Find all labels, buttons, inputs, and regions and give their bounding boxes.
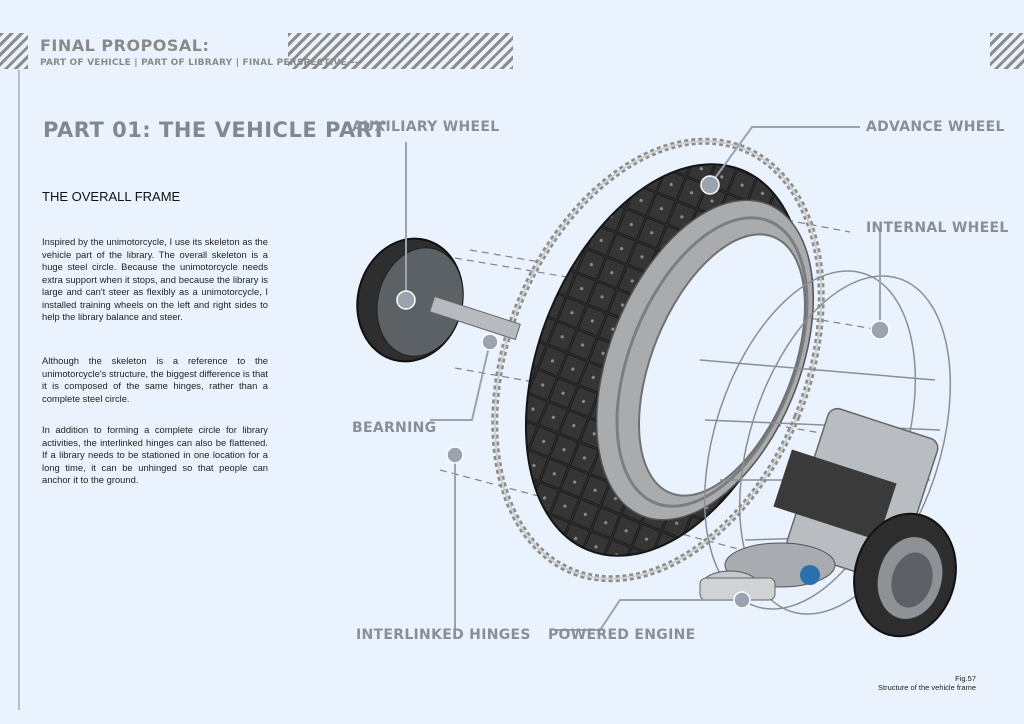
part-title: PART 01: THE VEHICLE PART [43, 118, 387, 142]
label-bearning: BEARNING [352, 420, 437, 436]
label-interlinked-hinges: INTERLINKED HINGES [356, 627, 531, 643]
header-hatch-middle [288, 33, 513, 69]
label-internal-wheel: INTERNAL WHEEL [866, 220, 1009, 236]
label-auxiliary-wheel: AUXILIARY WHEEL [352, 119, 500, 135]
label-powered-engine: POWERED ENGINE [548, 627, 696, 643]
callout-dots [396, 175, 890, 609]
header-title: FINAL PROPOSAL: [40, 36, 210, 55]
paragraph-3: In addition to forming a complete circle… [42, 424, 268, 485]
section-title: THE OVERALL FRAME [42, 189, 181, 204]
figure-caption: Fig.57 Structure of the vehicle frame [878, 674, 976, 692]
left-margin-line [18, 70, 20, 710]
paragraph-1: Inspired by the unimotorcycle, I use its… [42, 236, 268, 322]
paragraph-2: Although the skeleton is a reference to … [42, 355, 268, 404]
hinge-chain [491, 137, 825, 583]
header-subtitle: PART OF VEHICLE | PART OF LIBRARY | FINA… [40, 58, 363, 68]
callout-lines [405, 126, 881, 631]
auxiliary-wheel [356, 237, 521, 363]
figure-caption-text: Structure of the vehicle frame [878, 683, 976, 692]
header-hatch-right [990, 33, 1024, 69]
label-advance-wheel: ADVANCE WHEEL [866, 119, 1005, 135]
header-hatch-left [0, 33, 28, 69]
right-wheel [853, 512, 957, 638]
figure-number: Fig.57 [955, 674, 976, 683]
